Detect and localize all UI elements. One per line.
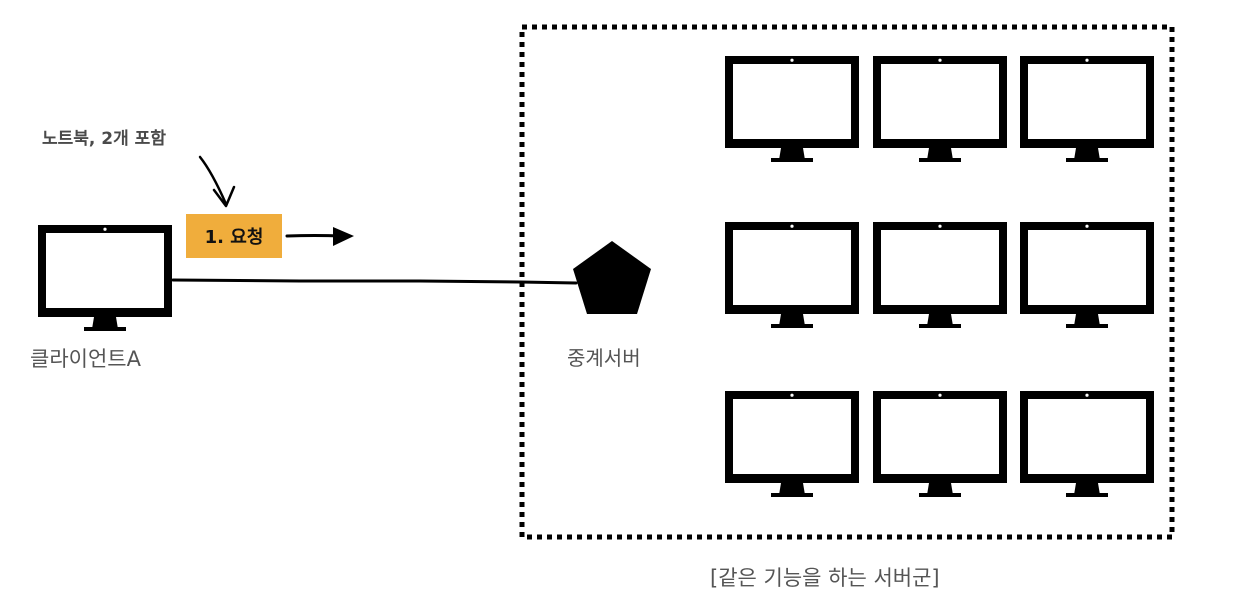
server-monitor-icon: [1020, 56, 1154, 162]
request-badge: 1. 요청: [186, 214, 282, 258]
server-monitor-icon: [873, 222, 1007, 328]
server-monitor-icon: [1020, 391, 1154, 497]
relay-pentagon-icon: [573, 241, 651, 314]
client-monitor-icon: [38, 225, 172, 331]
server-monitor-icon: [725, 56, 859, 162]
note-label: 노트북, 2개 포함: [42, 129, 166, 149]
server-group-label: [같은 기능을 하는 서버군]: [710, 566, 940, 590]
server-monitor-icon: [725, 222, 859, 328]
server-monitor-icon: [873, 391, 1007, 497]
note-arrow: [198, 155, 236, 208]
connection-line: [171, 278, 578, 285]
request-arrow: [285, 227, 354, 246]
relay-label: 중계서버: [567, 346, 641, 370]
client-label: 클라이언트A: [30, 347, 141, 371]
server-monitor-icon: [1020, 222, 1154, 328]
server-monitor-icon: [873, 56, 1007, 162]
server-monitor-icon: [725, 391, 859, 497]
